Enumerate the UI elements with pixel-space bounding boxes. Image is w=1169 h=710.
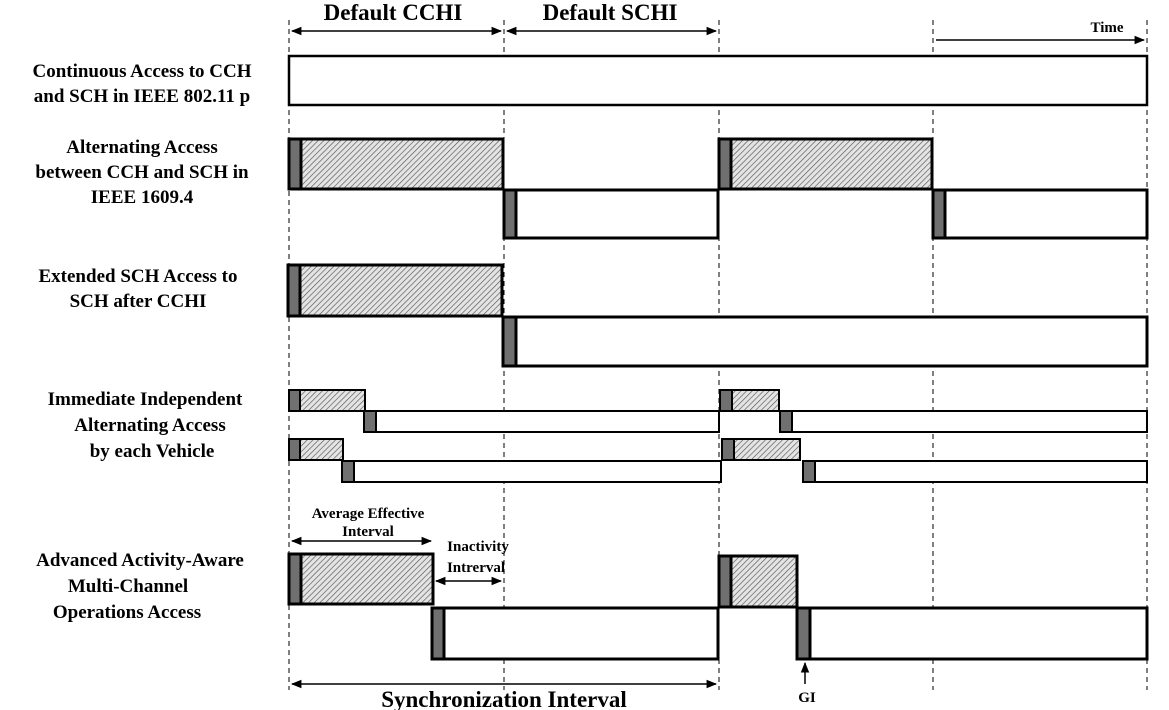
row-label-continuous-2: and SCH in IEEE 802.11 p: [34, 86, 250, 107]
guard-interval: [795, 606, 812, 661]
default-schi-label: Default SCHI: [543, 0, 678, 25]
row-label-alternating-2: between CCH and SCH in: [35, 162, 249, 183]
row-label-alternating-1: Alternating Access: [66, 137, 217, 158]
sch-interval-bar: [795, 606, 1149, 661]
cch-interval-bar: [287, 137, 505, 191]
cch-interval-bar: [286, 263, 504, 318]
continuous-access-bar: [287, 54, 1149, 107]
guard-interval: [363, 410, 377, 433]
sch-interval-bar: [363, 410, 720, 433]
cch-interval-bar: [717, 137, 934, 191]
sch-interval-bar: [502, 188, 720, 240]
row-label-continuous-1: Continuous Access to CCH: [32, 61, 251, 82]
sch-interval-bar: [779, 410, 1148, 433]
row-immediate: [288, 389, 1148, 483]
guard-interval: [430, 606, 446, 661]
sch-interval-bar: [341, 460, 722, 483]
synchronization-interval: Synchronization Interval: [290, 679, 718, 710]
row-label-immediate-1: Immediate Independent: [48, 389, 243, 410]
header: Default CCHI Default SCHI Time: [290, 0, 1146, 45]
guard-interval: [717, 554, 733, 609]
row-label-advanced-1: Advanced Activity-Aware: [36, 550, 244, 571]
extended-sch-bar: [501, 315, 1149, 368]
guard-interval: [286, 263, 302, 318]
time-label: Time: [1090, 20, 1123, 36]
row-label-alternating-3: IEEE 1609.4: [91, 187, 194, 208]
cch-interval-bar: [287, 552, 435, 606]
guard-interval: [287, 137, 303, 191]
guard-interval: [719, 389, 733, 412]
row-label-immediate-3: by each Vehicle: [90, 441, 215, 462]
average-effective-interval-label-2: Interval: [342, 524, 394, 540]
row-continuous: [287, 54, 1149, 107]
guard-interval: [931, 188, 947, 240]
row-label-advanced-3: Operations Access: [53, 602, 201, 623]
sch-interval-bar: [931, 188, 1149, 240]
row-label-extended-1: Extended SCH Access to: [39, 266, 238, 287]
row-labels: Continuous Access to CCH and SCH in IEEE…: [32, 61, 251, 623]
average-effective-interval-label-1: Average Effective: [312, 506, 425, 522]
row-alternating: [287, 137, 1149, 240]
default-cchi-label: Default CCHI: [324, 0, 463, 25]
row-label-extended-2: SCH after CCHI: [70, 291, 207, 312]
synchronization-interval-label: Synchronization Interval: [381, 687, 627, 710]
row-advanced: Average Effective Interval Inactivity In…: [287, 506, 1149, 706]
row-label-immediate-2: Alternating Access: [74, 415, 225, 436]
guard-interval: [287, 552, 303, 606]
inactivity-interval-label-2: Intrerval: [447, 560, 505, 576]
row-extended: [286, 263, 1149, 368]
row-label-advanced-2: Multi-Channel: [68, 576, 188, 597]
gi-label: GI: [798, 690, 816, 706]
guard-interval: [341, 460, 355, 483]
guard-interval: [288, 438, 301, 461]
inactivity-interval-label-1: Inactivity: [447, 539, 509, 555]
guard-interval: [288, 389, 301, 412]
guard-interval: [502, 188, 518, 240]
sch-interval-bar: [802, 460, 1148, 483]
guard-interval: [501, 315, 518, 368]
guard-interval: [802, 460, 816, 483]
guard-interval: [779, 410, 793, 433]
guard-interval: [717, 137, 733, 191]
sch-interval-bar: [430, 606, 720, 661]
guard-interval: [721, 438, 735, 461]
